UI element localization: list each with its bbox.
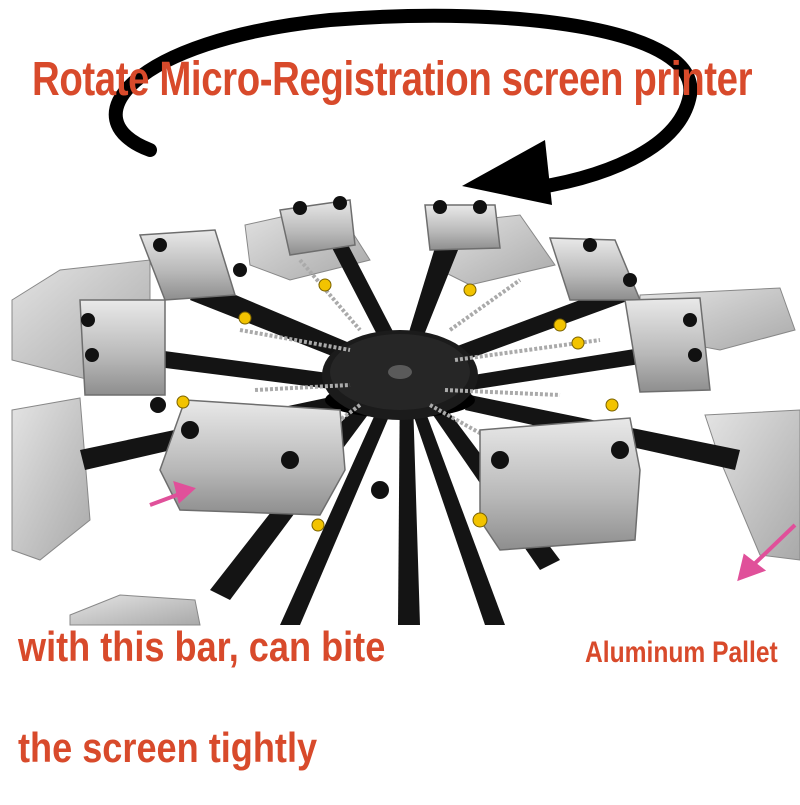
rotate-arrow: [108, 8, 698, 205]
center-hub: [322, 330, 478, 420]
product-title: Rotate Micro-Registration screen printer: [32, 53, 753, 106]
bar-note-line-1: with this bar, can bite: [18, 623, 386, 670]
registration-knobs: [176, 278, 619, 532]
press-frame: [80, 210, 740, 625]
bar-note-line-2: the screen tightly: [18, 724, 318, 771]
clamp-knobs: [81, 196, 702, 499]
pallet-label: Aluminum Pallet: [585, 636, 778, 669]
pink-arrow-pallet: [737, 523, 797, 582]
pink-arrow-bar: [149, 481, 196, 507]
